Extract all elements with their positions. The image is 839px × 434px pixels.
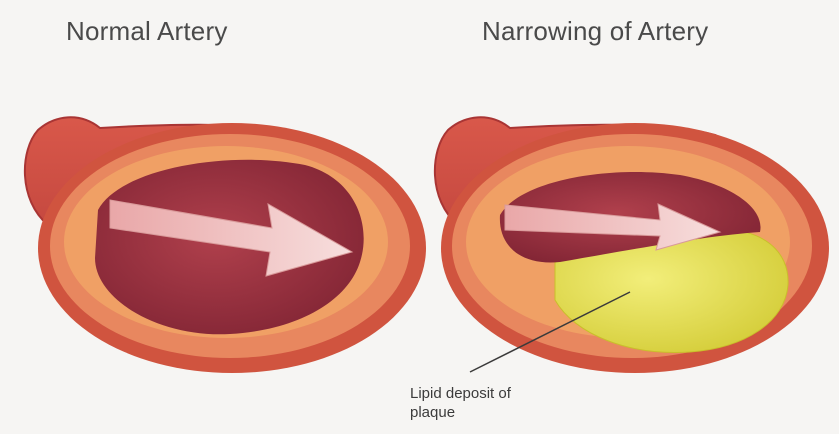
plaque-annotation-line2: plaque (410, 403, 511, 422)
plaque-annotation-line1: Lipid deposit of (410, 384, 511, 403)
narrowed-artery (435, 117, 829, 373)
plaque-annotation: Lipid deposit of plaque (410, 384, 511, 422)
normal-artery (25, 117, 426, 373)
